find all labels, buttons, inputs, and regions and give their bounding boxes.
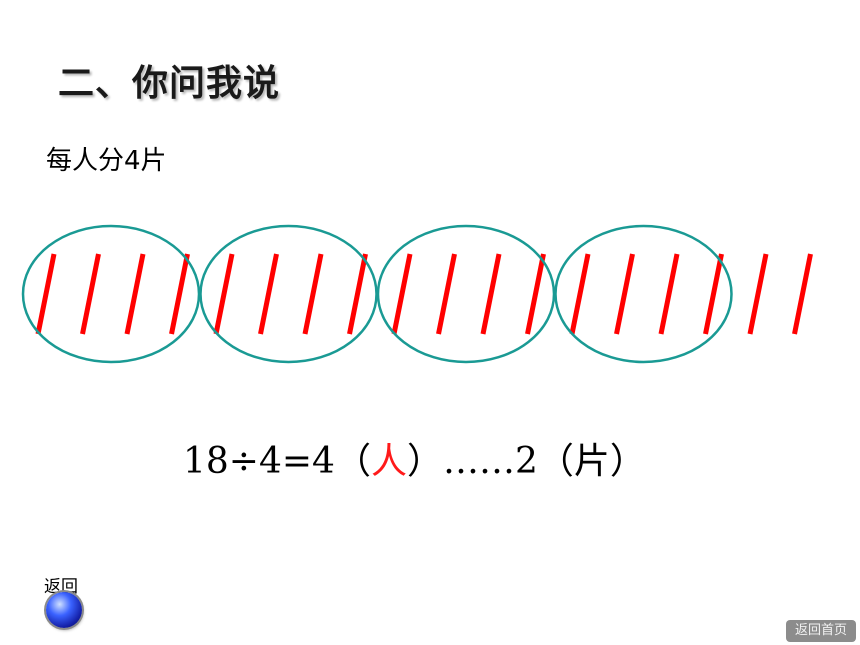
piece-stroke bbox=[35, 253, 57, 335]
piece-stroke bbox=[480, 253, 502, 335]
equation-suffix: ） bbox=[609, 441, 646, 482]
slide-title: 二、你问我说 bbox=[58, 63, 281, 104]
piece-stroke bbox=[747, 253, 769, 335]
home-button[interactable]: 返回首页 bbox=[786, 620, 856, 642]
piece-stroke bbox=[347, 253, 368, 335]
piece-stroke bbox=[391, 253, 413, 335]
division-equation: 18÷4=4（人）……2（片） bbox=[183, 432, 646, 484]
piece-stroke bbox=[614, 253, 635, 335]
piece-stroke bbox=[80, 253, 101, 335]
group-ellipse bbox=[21, 224, 201, 364]
piece-stroke bbox=[436, 253, 457, 335]
equation-middle: ）……2（ bbox=[406, 441, 574, 482]
piece-stroke bbox=[703, 253, 724, 335]
piece-stroke bbox=[569, 253, 591, 335]
piece-stroke bbox=[169, 253, 190, 335]
piece-stroke bbox=[258, 253, 279, 335]
piece-stroke bbox=[302, 253, 324, 335]
group-ellipse bbox=[376, 224, 556, 364]
piece-stroke bbox=[792, 253, 813, 335]
equation-unit-person: 人 bbox=[370, 441, 407, 482]
equation-unit-piece: 片 bbox=[573, 441, 610, 482]
piece-stroke bbox=[525, 253, 546, 335]
piece-stroke bbox=[124, 253, 146, 335]
back-button[interactable] bbox=[46, 592, 82, 628]
group-ellipse bbox=[554, 224, 733, 364]
equation-prefix: 18÷4=4（ bbox=[183, 441, 371, 482]
slide-subtitle: 每人分4片 bbox=[46, 146, 167, 176]
piece-stroke bbox=[213, 253, 235, 335]
piece-stroke bbox=[658, 253, 680, 335]
group-ellipse bbox=[199, 224, 378, 364]
